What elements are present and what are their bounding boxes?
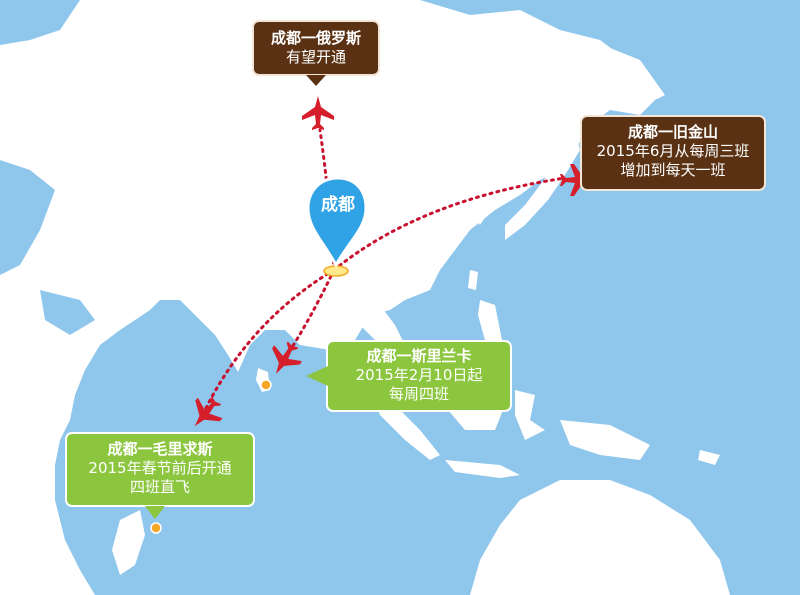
airplane-icon [272,341,302,374]
landmass-australia [470,480,730,595]
route-bubble-russia: 成都一俄罗斯 有望开通 [252,20,380,76]
route-line-mauritius [203,268,336,412]
route-bubble-sanfrancisco: 成都一旧金山 2015年6月从每周三班 增加到每天一班 [580,115,766,191]
arabian-sea [110,330,215,460]
destination-dot-srilanka [260,379,272,391]
route-title: 成都一斯里兰卡 [366,347,472,365]
bubble-pointer [145,506,165,519]
route-detail: 2015年6月从每周三班 [596,142,750,160]
airplanes [194,96,594,427]
destination-dot-mauritius [150,522,162,534]
location-pin-icon [306,176,368,269]
landmass-solomon [698,450,720,465]
landmass-madagascar [112,510,145,575]
red-sea [40,290,95,335]
route-detail: 四班直飞 [129,478,190,496]
route-title: 成都一毛里求斯 [107,440,213,458]
bubble-pointer [306,75,326,86]
airplane-icon [194,396,223,427]
route-detail: 2015年春节前后开通 [88,459,232,477]
landmass-java [445,460,520,478]
landmass-taiwan [468,270,478,290]
route-detail: 增加到每天一班 [620,161,726,179]
landmass-korea [470,180,490,225]
route-detail: 有望开通 [285,48,346,66]
airplane-icon [302,96,334,130]
route-bubble-mauritius: 成都一毛里求斯 2015年春节前后开通 四班直飞 [65,432,255,507]
landmass-eurasia [0,0,660,595]
route-title: 成都一旧金山 [627,123,718,141]
arctic-sea [0,0,80,45]
route-detail: 2015年2月10日起 [355,366,483,384]
landmass-new-guinea [560,420,650,460]
route-detail: 每周四班 [388,385,449,403]
route-title: 成都一俄罗斯 [270,29,361,47]
route-bubble-srilanka: 成都一斯里兰卡 2015年2月10日起 每周四班 [326,340,512,412]
bubble-pointer [306,366,328,386]
landmass-japan [505,130,580,240]
landmass-kamchatka [590,40,665,105]
airplane-icon [560,164,594,196]
route-line-sanfrancisco [332,176,567,272]
landmass-sulawesi [515,390,545,440]
mediterranean-sea [0,160,55,275]
origin-label: 成都 [321,195,355,215]
